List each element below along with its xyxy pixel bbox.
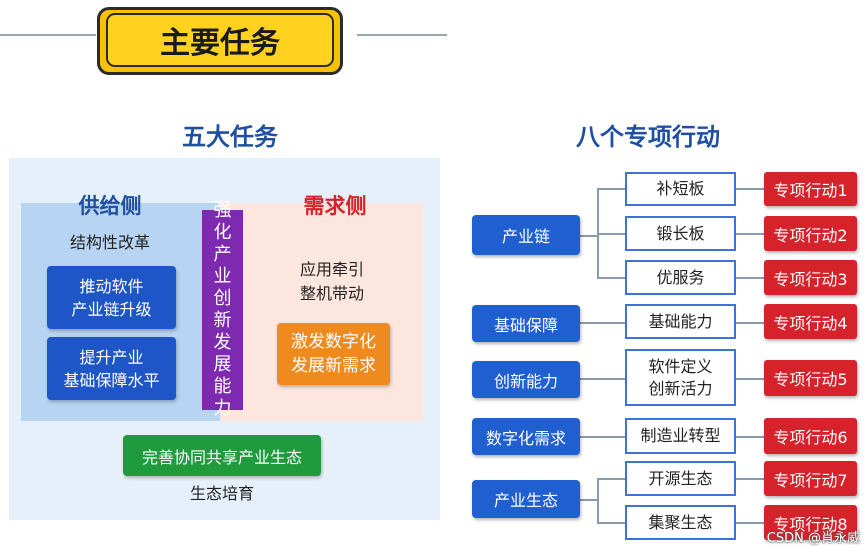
demand-side-subtitle: 应用牵引 整机带动 [299, 260, 364, 303]
connector [580, 499, 598, 501]
connector [736, 378, 764, 380]
category-industry-chain: 产业链 [472, 215, 580, 255]
connector [597, 478, 625, 480]
connector [736, 322, 764, 324]
item-box: 开源生态 [625, 461, 736, 496]
page-title: 主要任务 [106, 13, 334, 67]
category-innovation: 创新能力 [472, 361, 580, 398]
action-box: 专项行动6 [764, 418, 857, 454]
connector [597, 478, 599, 523]
header-line-left [0, 34, 96, 36]
supply-side-title: 供给侧 [78, 194, 142, 218]
supply-side-subtitle: 结构性改革 [69, 233, 150, 252]
connector [597, 277, 625, 279]
header-line-right [357, 34, 447, 36]
watermark: CSDN @肖永威 [766, 531, 860, 546]
connector [736, 478, 764, 480]
connector [580, 322, 625, 324]
demand-side-title: 需求侧 [303, 194, 367, 218]
connector [580, 235, 598, 237]
category-digital-demand: 数字化需求 [472, 418, 580, 455]
category-basic-support: 基础保障 [472, 305, 580, 342]
action-box: 专项行动3 [764, 260, 857, 295]
center-innovation-bar: 强化产业创新发展能力 [202, 200, 243, 419]
connector [597, 233, 625, 235]
action-box: 专项行动4 [764, 304, 857, 339]
connector [597, 522, 625, 524]
demand-side-panel [220, 203, 423, 421]
connector [736, 188, 764, 190]
ecosystem-box: 完善协同共享产业生态 [123, 435, 321, 476]
supply-box-foundation: 提升产业 基础保障水平 [47, 337, 176, 400]
item-box: 锻长板 [625, 216, 736, 251]
supply-box-software-chain: 推动软件 产业链升级 [47, 266, 176, 329]
connector [736, 436, 764, 438]
connector [736, 233, 764, 235]
action-box: 专项行动5 [764, 360, 857, 396]
action-box: 专项行动8 [764, 505, 857, 540]
action-box: 专项行动2 [764, 216, 857, 251]
connector [580, 436, 625, 438]
connector [736, 522, 764, 524]
item-box: 软件定义 创新活力 [625, 349, 736, 406]
action-box: 专项行动7 [764, 461, 857, 496]
connector [597, 188, 625, 190]
action-box: 专项行动1 [764, 172, 857, 206]
category-ecosystem: 产业生态 [472, 480, 580, 518]
item-box: 集聚生态 [625, 505, 736, 540]
item-box: 基础能力 [625, 304, 736, 339]
demand-box-digital: 激发数字化 发展新需求 [277, 323, 390, 385]
item-box: 优服务 [625, 260, 736, 295]
connector [736, 277, 764, 279]
item-box: 补短板 [625, 172, 736, 206]
item-box: 制造业转型 [625, 418, 736, 454]
right-section-title: 八个专项行动 [576, 123, 720, 151]
ecosystem-label: 生态培育 [189, 484, 254, 503]
left-section-title: 五大任务 [182, 123, 278, 151]
connector [580, 378, 625, 380]
